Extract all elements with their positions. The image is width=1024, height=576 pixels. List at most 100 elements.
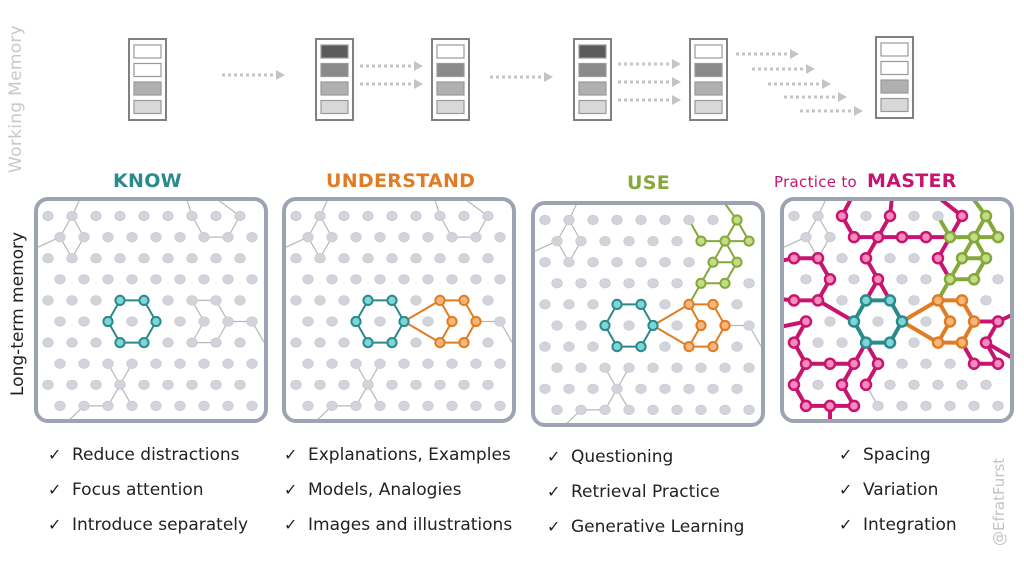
checklist-item: ✓Focus attention <box>48 479 248 514</box>
network-node <box>931 251 945 265</box>
memory-node <box>222 232 234 243</box>
network-node <box>895 315 909 328</box>
network-node <box>799 399 813 413</box>
memory-node <box>66 210 78 222</box>
memory-node <box>338 210 350 222</box>
memory-node <box>198 358 210 369</box>
network-node <box>362 337 374 349</box>
memory-slot-dark <box>320 44 349 59</box>
memory-node <box>944 358 956 369</box>
network-node <box>114 294 126 306</box>
checklist-item: ✓Spacing <box>839 444 957 479</box>
memory-node <box>162 210 174 222</box>
network-node <box>823 273 837 286</box>
memory-node <box>800 232 812 243</box>
memory-node <box>326 232 338 243</box>
network-node <box>931 336 945 349</box>
stage-title-text: KNOW <box>113 170 182 192</box>
working-memory-label: Working Memory <box>6 24 26 173</box>
network-node <box>859 378 873 392</box>
memory-slot-light <box>880 97 909 113</box>
network-node <box>811 251 825 265</box>
memory-node <box>66 253 78 264</box>
memory-node <box>302 232 314 243</box>
memory-node <box>980 379 992 390</box>
memory-node <box>290 337 302 348</box>
stage-title-text: MASTER <box>867 170 957 192</box>
network-edge <box>652 324 690 348</box>
memory-node <box>338 337 350 348</box>
memory-node <box>659 257 671 268</box>
memory-slot-medium <box>694 81 723 96</box>
memory-stack <box>431 38 470 121</box>
memory-node <box>302 316 314 327</box>
memory-node <box>563 257 575 268</box>
dotted-arrow-icon <box>490 72 553 82</box>
memory-node <box>114 253 126 264</box>
arrow-head <box>790 49 799 59</box>
memory-node <box>587 383 599 394</box>
memory-node <box>563 383 575 394</box>
memory-node <box>458 253 470 264</box>
memory-panel-use <box>531 201 765 427</box>
memory-slot-darkmid <box>694 62 723 78</box>
memory-slot-dark <box>578 44 607 59</box>
memory-node <box>338 379 350 390</box>
memory-node <box>470 358 482 369</box>
network-node <box>883 336 897 349</box>
network-node <box>635 298 647 310</box>
memory-node <box>446 358 458 369</box>
memory-node <box>932 379 944 390</box>
memory-node <box>647 362 659 373</box>
memory-node <box>836 295 848 306</box>
memory-node <box>860 210 872 222</box>
network-node <box>647 319 659 332</box>
network-node <box>931 294 945 307</box>
check-icon: ✓ <box>547 447 561 466</box>
memory-node <box>42 379 54 390</box>
memory-node <box>908 210 920 222</box>
memory-node <box>90 210 102 222</box>
network-node <box>458 294 470 306</box>
memory-node <box>731 341 743 352</box>
memory-node <box>350 400 362 412</box>
memory-node <box>458 379 470 390</box>
memory-slot-empty <box>880 42 909 57</box>
memory-node <box>314 210 326 222</box>
memory-slot-medium <box>436 81 465 96</box>
memory-node <box>234 337 246 348</box>
memory-node <box>302 400 314 412</box>
memory-node <box>42 210 54 222</box>
memory-node <box>198 232 210 243</box>
memory-slot-light <box>320 99 349 115</box>
memory-node <box>210 295 222 306</box>
network-node <box>859 251 873 265</box>
memory-node <box>90 295 102 306</box>
memory-node <box>812 210 824 222</box>
network-node <box>446 315 458 328</box>
network-node <box>847 357 861 370</box>
memory-node <box>623 320 635 331</box>
checklist-item: ✓Reduce distractions <box>48 444 248 479</box>
network-node <box>719 235 731 247</box>
memory-node <box>992 400 1004 412</box>
memory-node <box>126 232 138 243</box>
memory-node <box>623 362 635 373</box>
memory-node <box>884 253 896 264</box>
memory-slot-light <box>578 99 607 115</box>
check-icon: ✓ <box>839 445 853 464</box>
memory-node <box>102 400 114 412</box>
dotted-arrow-icon <box>618 95 681 105</box>
memory-node <box>234 379 246 390</box>
arrow-head <box>854 106 863 116</box>
memory-node <box>246 358 258 369</box>
memory-node <box>494 316 506 327</box>
checklist-item-text: Models, Analogies <box>308 480 462 500</box>
checklist-use: ✓Questioning ✓Retrieval Practice ✓Genera… <box>547 446 744 551</box>
memory-node <box>956 379 968 390</box>
memory-node <box>422 232 434 243</box>
memory-node <box>932 210 944 222</box>
checklist-item: ✓Introduce separately <box>48 514 248 549</box>
memory-node <box>611 383 623 394</box>
memory-node <box>338 253 350 264</box>
